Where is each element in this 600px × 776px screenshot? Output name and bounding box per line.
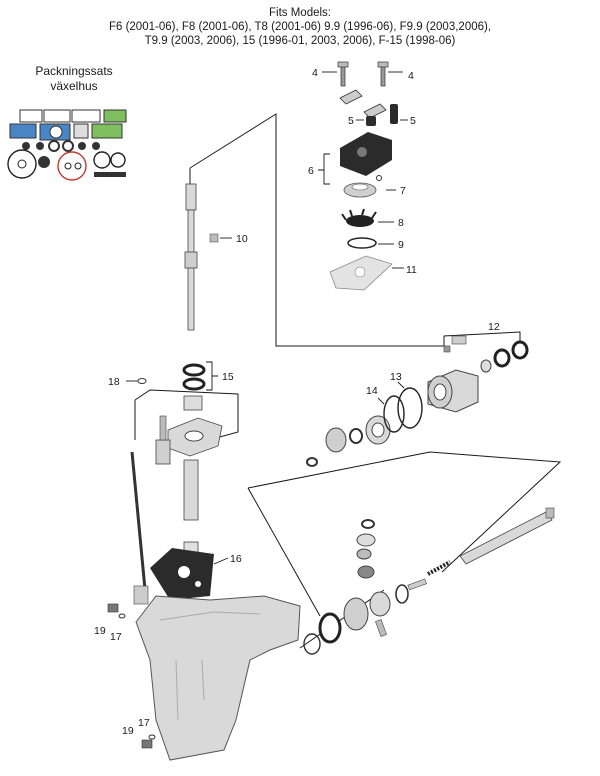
callout-18: 18 bbox=[108, 376, 120, 388]
propeller-cap bbox=[427, 369, 479, 413]
callout-17-top: 17 bbox=[110, 631, 122, 643]
gasket-kit-title-line-2: växelhus bbox=[50, 79, 98, 93]
shift-rod bbox=[130, 451, 149, 605]
spring bbox=[427, 560, 451, 576]
gasket-kit-title-line-1: Packningssats bbox=[35, 64, 113, 78]
callout-labels: 4 4 5 5 6 7 8 9 11 10 12 13 14 15 16 18 … bbox=[94, 67, 500, 737]
callout-ticks bbox=[126, 71, 408, 565]
pinion-gear-stack bbox=[356, 519, 376, 579]
pump-insert-7 bbox=[343, 175, 382, 198]
fits-models-line-1: F6 (2001-06), F8 (2001-06), T8 (2001-06)… bbox=[108, 21, 492, 33]
key-10 bbox=[209, 233, 219, 243]
callout-19-bottom: 19 bbox=[122, 725, 134, 737]
bolt-4-right bbox=[377, 61, 389, 87]
gearcase-housing bbox=[135, 595, 301, 761]
gear-train bbox=[306, 415, 391, 467]
forward-gear-assembly bbox=[303, 578, 427, 655]
callout-5-left: 5 bbox=[348, 115, 354, 127]
bracket-left bbox=[339, 89, 363, 105]
impeller-8 bbox=[341, 208, 377, 227]
callout-7: 7 bbox=[400, 185, 406, 197]
callout-12: 12 bbox=[488, 321, 500, 333]
washer-18 bbox=[137, 378, 147, 384]
leader-lines bbox=[134, 113, 562, 649]
callout-14: 14 bbox=[366, 385, 378, 397]
callout-10: 10 bbox=[236, 233, 248, 245]
callout-13: 13 bbox=[390, 371, 402, 383]
bracket-right bbox=[363, 103, 387, 119]
o-ring-14 bbox=[383, 395, 405, 433]
shift-rod-bracket bbox=[155, 415, 171, 465]
callout-6: 6 bbox=[308, 165, 314, 177]
callout-11: 11 bbox=[406, 264, 417, 276]
callout-16: 16 bbox=[230, 553, 242, 565]
fits-models-line-2: T9.9 (2003, 2006), 15 (1996-01, 2003, 20… bbox=[144, 35, 456, 47]
drive-sleeve bbox=[183, 459, 199, 557]
callout-4-right: 4 bbox=[408, 70, 414, 82]
oil-seal-housing bbox=[167, 417, 223, 457]
o-ring-9 bbox=[347, 237, 377, 249]
propeller-shaft bbox=[459, 507, 555, 565]
callout-19-top: 19 bbox=[94, 625, 106, 637]
seal-bolts-kit bbox=[443, 335, 467, 353]
bushing bbox=[183, 395, 203, 411]
callout-8: 8 bbox=[398, 217, 404, 229]
gasket-plate-11 bbox=[329, 255, 393, 291]
grommet-5-right bbox=[390, 104, 398, 124]
gasket-kit-title: Packningssats växelhus bbox=[10, 64, 138, 94]
bolt-4-left bbox=[337, 61, 349, 87]
pump-housing-6 bbox=[340, 132, 392, 176]
callout-15: 15 bbox=[222, 371, 234, 383]
seals-15 bbox=[182, 363, 206, 391]
fits-models-header: Fits Models: F6 (2001-06), F8 (2001-06),… bbox=[0, 6, 600, 48]
driveshaft bbox=[184, 183, 198, 331]
callout-9: 9 bbox=[398, 239, 404, 251]
gasket-16 bbox=[150, 548, 214, 600]
fits-models-title: Fits Models: bbox=[269, 7, 331, 19]
gasket-kit-image bbox=[7, 109, 127, 181]
drain-screw-top bbox=[107, 603, 126, 619]
seals-12 bbox=[480, 340, 529, 373]
callout-5-right: 5 bbox=[410, 115, 416, 127]
callout-17-bottom: 17 bbox=[138, 717, 150, 729]
o-ring-13 bbox=[397, 387, 423, 429]
callout-4-left: 4 bbox=[312, 67, 318, 79]
grommet-5-left bbox=[366, 116, 376, 126]
drain-screw-bottom bbox=[141, 734, 156, 749]
